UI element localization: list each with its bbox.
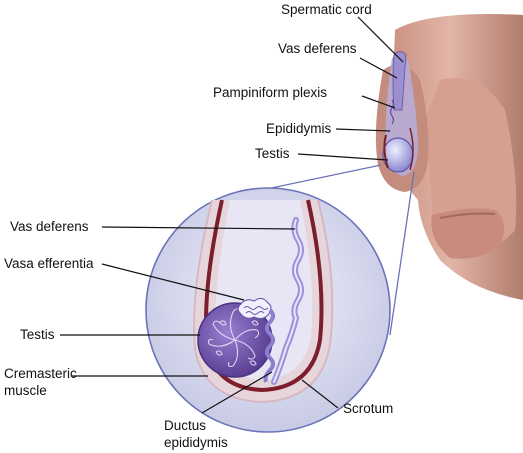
label-vasa-efferentia: Vasa efferentia <box>4 256 94 271</box>
external-genitalia <box>375 14 523 300</box>
leader-ductus <box>201 371 273 414</box>
label-pampiniform-plexus: Pampiniform plexis <box>213 85 328 100</box>
glans <box>431 208 504 259</box>
leader-testis-top <box>297 153 389 161</box>
leader-lines <box>60 16 404 414</box>
label-testis: Testis <box>20 327 55 342</box>
spermatic-cord-shape <box>392 51 407 111</box>
label-vas-deferens-top: Vas deferens <box>278 41 357 56</box>
leader-vas-deferens-top <box>359 57 398 79</box>
label-epididymis: Epididymis <box>266 121 332 136</box>
zoom-connector-right <box>389 171 415 336</box>
leader-vas-deferens <box>101 226 296 230</box>
zoom-circle <box>145 187 391 433</box>
penis-shaft <box>425 78 517 249</box>
label-testis-top: Testis <box>255 146 290 161</box>
label-scrotum: Scrotum <box>343 401 394 416</box>
label-ductus-2: epididymis <box>164 435 228 450</box>
label-cremasteric-2: muscle <box>4 383 47 398</box>
label-ductus-1: Ductus <box>164 418 207 433</box>
leader-epididymis <box>335 128 391 132</box>
leader-scrotum <box>301 379 339 409</box>
label-spermatic-cord: Spermatic cord <box>281 2 372 17</box>
leader-vasa-efferentia <box>101 263 245 301</box>
cremasteric-layer <box>204 199 324 393</box>
leader-pampiniform <box>361 95 396 109</box>
leader-spermatic-cord <box>357 16 404 63</box>
epididymis-coil <box>263 308 275 383</box>
label-vas-deferens: Vas deferens <box>10 219 89 234</box>
label-cremasteric-1: Cremasteric <box>4 366 77 381</box>
